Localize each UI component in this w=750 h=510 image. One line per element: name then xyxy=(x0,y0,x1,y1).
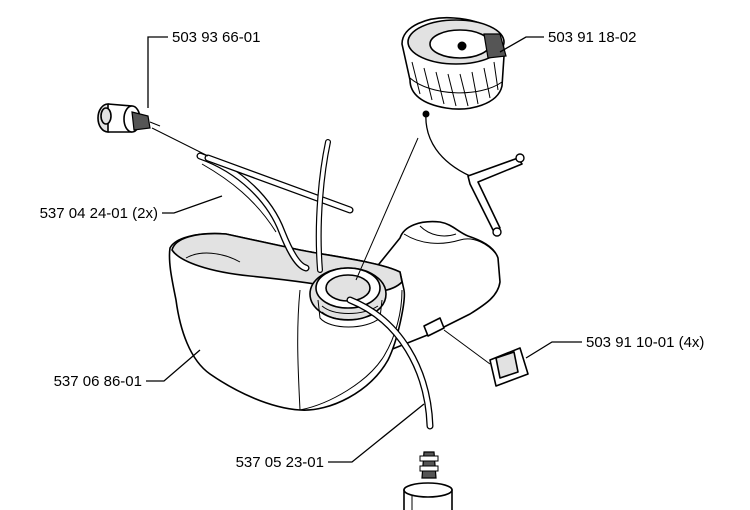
label-fuel-line: 537 05 23-01 xyxy=(236,454,324,471)
alignment-lines xyxy=(151,127,491,365)
primer-bulb xyxy=(97,103,161,133)
label-fuel-cap: 503 91 18-02 xyxy=(548,29,636,46)
label-primer-bulb: 503 93 66-01 xyxy=(172,29,260,46)
fuel-filter xyxy=(403,451,453,510)
label-fuel-tank: 537 06 86-01 xyxy=(54,373,142,390)
leader-lines xyxy=(146,36,582,463)
fuel-cap xyxy=(401,16,525,237)
label-rubber-mount: 503 91 10-01 (4x) xyxy=(586,334,704,351)
rubber-mount xyxy=(489,347,529,387)
fuel-line xyxy=(346,296,434,430)
fuel-hose xyxy=(196,139,354,273)
label-fuel-hose: 537 04 24-01 (2x) xyxy=(40,205,158,222)
fuel-tank xyxy=(168,220,501,411)
